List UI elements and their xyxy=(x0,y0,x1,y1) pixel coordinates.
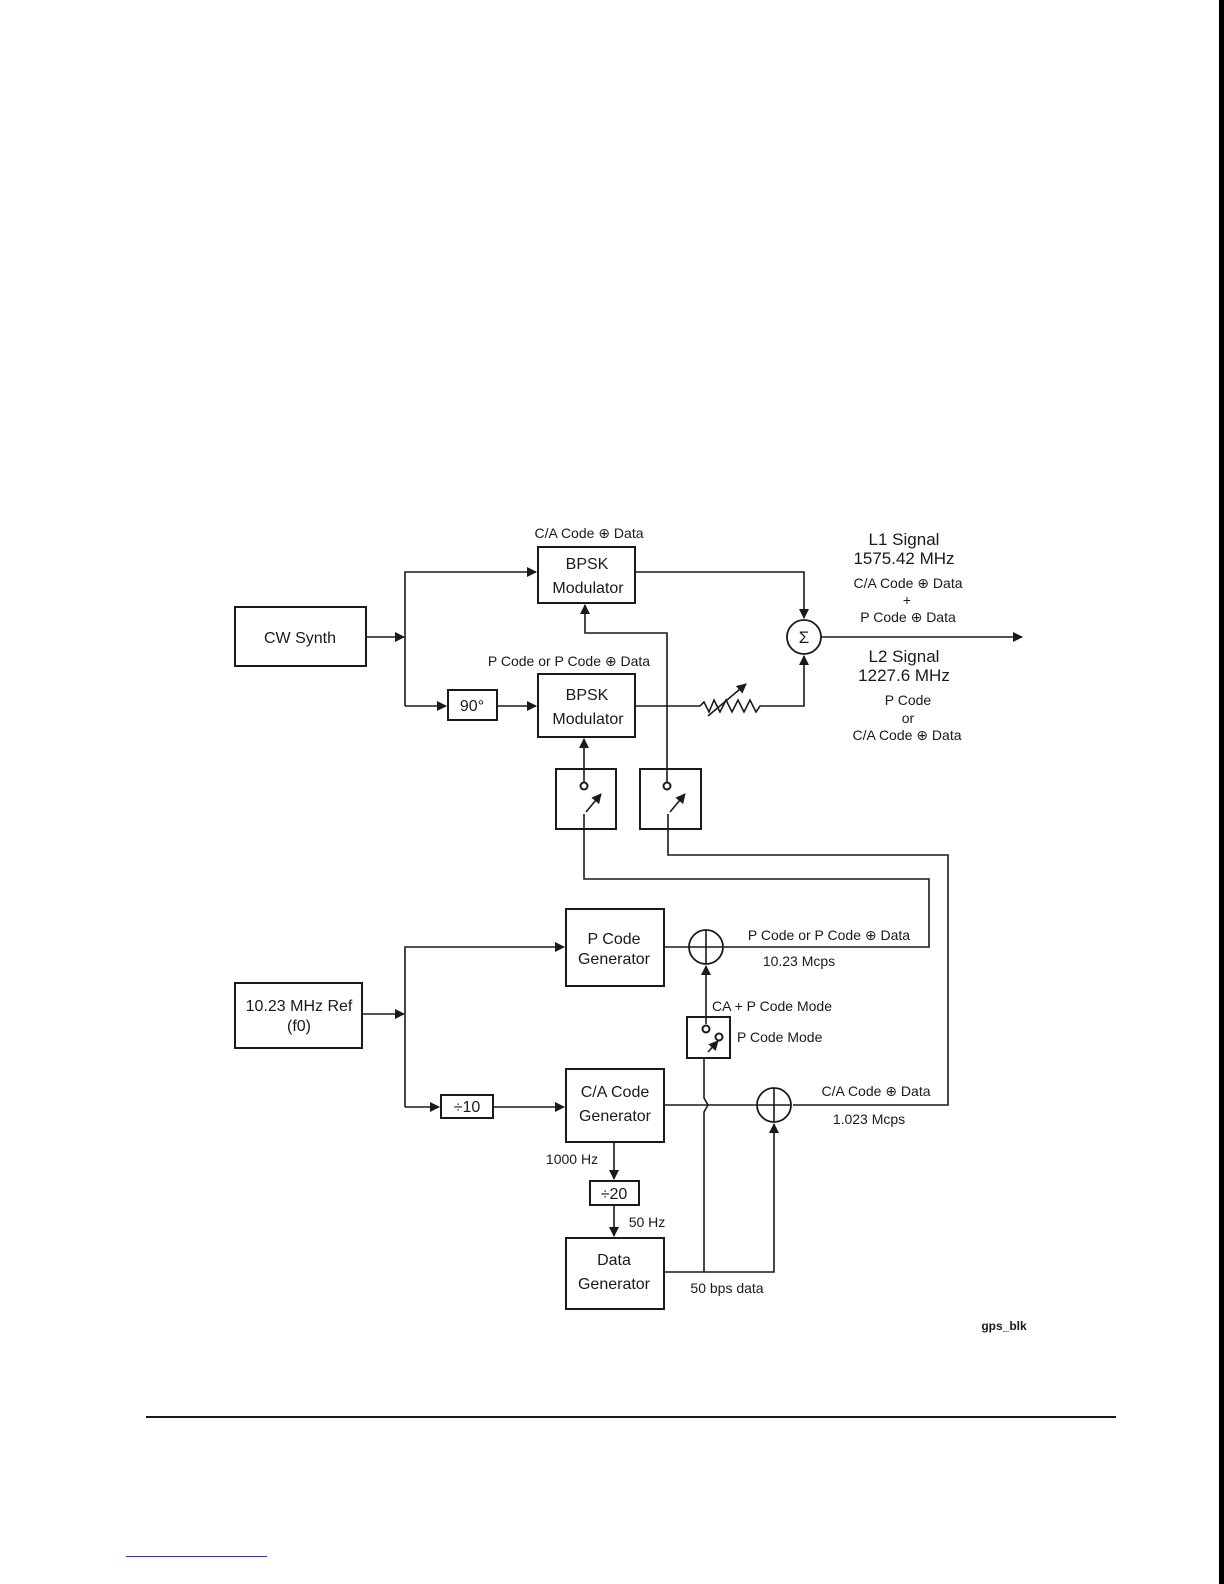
phase-shift-label: 90° xyxy=(460,698,484,715)
l2-or: or xyxy=(902,710,915,726)
l2-freq: 1227.6 MHz xyxy=(858,666,950,685)
footer-rule xyxy=(146,1416,1116,1418)
mode-switch xyxy=(686,1016,731,1059)
l1-line2: P Code ⊕ Data xyxy=(860,609,956,625)
p-code-generator: P Code Generator xyxy=(565,908,665,987)
phase-shift-block: 90° xyxy=(447,689,498,721)
ref-10mhz-block: 10.23 MHz Ref (f0) xyxy=(234,982,363,1049)
l1-freq: 1575.42 MHz xyxy=(853,549,954,568)
summer-node: Σ xyxy=(786,619,822,655)
l1-plus: + xyxy=(903,592,911,608)
divide-by-20-block: ÷20 xyxy=(589,1180,640,1206)
data-gen-line1: Data xyxy=(597,1252,631,1269)
sigma-symbol: Σ xyxy=(799,628,810,647)
switch-left xyxy=(555,768,617,830)
upper-wiring xyxy=(366,567,1023,1106)
bpsk-bottom-input-label: P Code or P Code ⊕ Data xyxy=(488,653,650,669)
bpsk-bottom-line1: BPSK xyxy=(566,687,609,704)
xor-ca-node xyxy=(756,1087,792,1123)
pcode-output-label: P Code or P Code ⊕ Data xyxy=(748,927,910,943)
xor-pcode-node xyxy=(688,929,724,965)
p-mode-label: P Code Mode xyxy=(737,1029,823,1045)
freq-50hz-label: 50 Hz xyxy=(629,1214,666,1230)
div20-label: ÷20 xyxy=(601,1186,628,1203)
ca-code-generator: C/A Code Generator xyxy=(565,1068,665,1143)
pcode-rate-label: 10.23 Mcps xyxy=(763,953,835,969)
pcode-gen-line1: P Code xyxy=(587,931,640,948)
ca-gen-line2: Generator xyxy=(579,1108,652,1125)
bpsk-top-line1: BPSK xyxy=(566,556,609,573)
diagram-id-label: gps_blk xyxy=(981,1319,1027,1333)
freq-1000hz-label: 1000 Hz xyxy=(546,1151,598,1167)
footer-link-underline xyxy=(126,1556,267,1557)
l2-line2: C/A Code ⊕ Data xyxy=(852,727,961,743)
bpsk-modulator-bottom: BPSK Modulator xyxy=(537,673,636,738)
l1-line1: C/A Code ⊕ Data xyxy=(853,575,962,591)
ref-line2: (f0) xyxy=(287,1018,311,1035)
bpsk-bottom-line2: Modulator xyxy=(552,711,624,728)
data-rate-label: 50 bps data xyxy=(690,1280,763,1296)
ca-output-label: C/A Code ⊕ Data xyxy=(821,1083,930,1099)
l2-signal-label: L2 Signal 1227.6 MHz P Code or C/A Code … xyxy=(852,647,961,743)
l1-signal-label: L1 Signal 1575.42 MHz C/A Code ⊕ Data + … xyxy=(853,530,962,625)
bpsk-top-line2: Modulator xyxy=(552,580,624,597)
data-gen-line2: Generator xyxy=(578,1276,651,1293)
l1-title: L1 Signal xyxy=(869,530,940,549)
cw-synth-label: CW Synth xyxy=(264,630,336,647)
div10-label: ÷10 xyxy=(454,1099,481,1116)
l2-line1: P Code xyxy=(885,692,932,708)
ca-p-mode-label: CA + P Code Mode xyxy=(712,998,832,1014)
bpsk-modulator-top: BPSK Modulator xyxy=(537,546,636,604)
data-generator: Data Generator xyxy=(565,1237,665,1310)
page-edge xyxy=(1219,0,1224,1584)
bpsk-top-input-label: C/A Code ⊕ Data xyxy=(534,525,643,541)
l2-title: L2 Signal xyxy=(869,647,940,666)
divide-by-10-block: ÷10 xyxy=(440,1094,494,1119)
pcode-gen-line2: Generator xyxy=(578,951,651,968)
lower-wiring xyxy=(362,942,779,1273)
ca-rate-label: 1.023 Mcps xyxy=(833,1111,905,1127)
cw-synth-block: CW Synth xyxy=(234,606,367,667)
ref-line1: 10.23 MHz Ref xyxy=(246,998,353,1015)
switch-right xyxy=(639,768,702,830)
ca-gen-line1: C/A Code xyxy=(581,1084,650,1101)
